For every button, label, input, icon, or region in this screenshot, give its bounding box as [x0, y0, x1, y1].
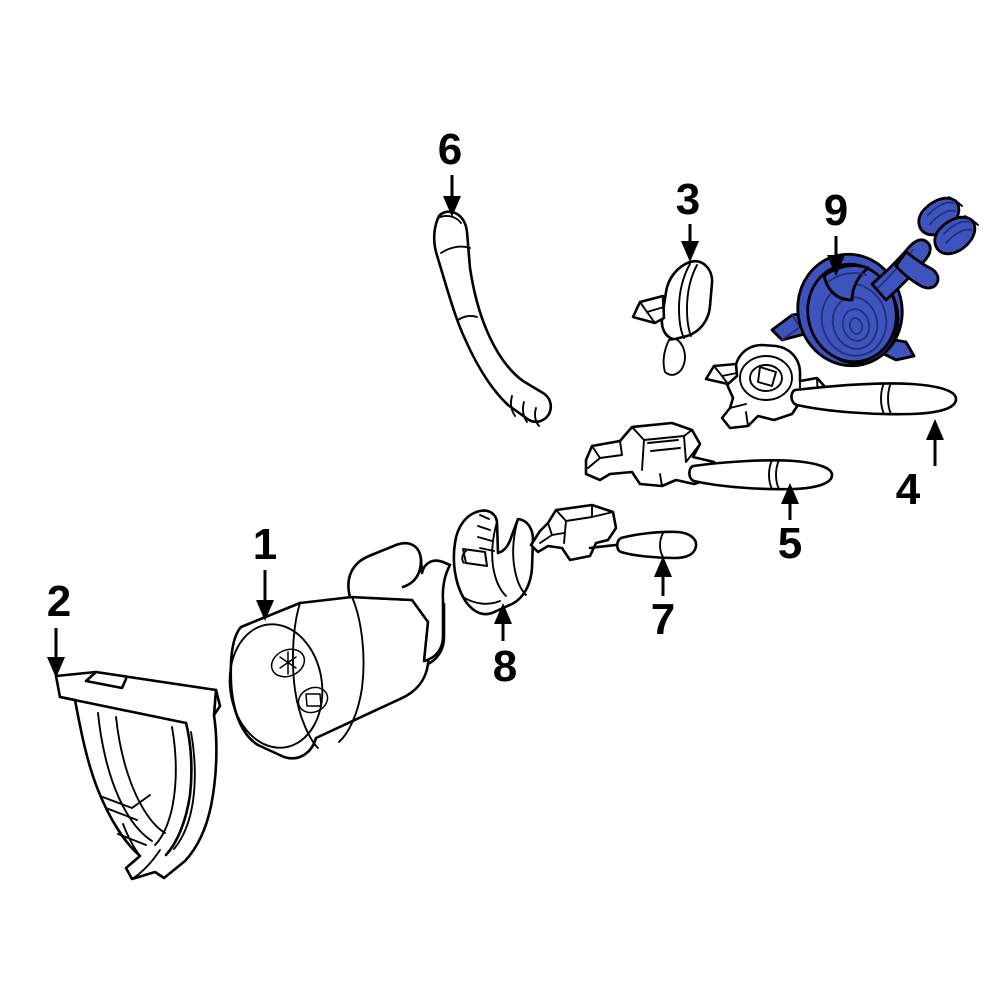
part-2-lower-column-cover[interactable] — [54, 670, 222, 881]
part-5-wiper-washer-switch-stalk[interactable] — [584, 421, 834, 491]
callout-label-3[interactable]: 3 — [675, 175, 701, 224]
part-1-steering-column-shroud[interactable] — [222, 541, 452, 760]
callout-label-7[interactable]: 7 — [650, 595, 676, 644]
part-3-tilt-release-lever[interactable] — [631, 259, 714, 376]
callout-label-4[interactable]: 4 — [895, 465, 921, 514]
part-4-turn-signal-switch-stalk[interactable] — [704, 343, 958, 430]
part-7-auxiliary-switch-stalk[interactable] — [529, 503, 698, 562]
callout-label-8[interactable]: 8 — [492, 642, 518, 691]
part-6-tilt-telescoping-lever[interactable] — [432, 210, 553, 427]
callout-label-9[interactable]: 9 — [823, 186, 849, 235]
callout-label-6[interactable]: 6 — [437, 125, 463, 174]
part-8-column-clamp-bracket[interactable] — [452, 509, 535, 616]
callout-label-5[interactable]: 5 — [777, 519, 803, 568]
callout-leaders — [47, 175, 944, 678]
shroud-marking-icons — [270, 648, 329, 714]
callout-label-2[interactable]: 2 — [46, 577, 72, 626]
part-9-clock-spring-spiral-cable[interactable] — [770, 196, 979, 377]
callout-label-1[interactable]: 1 — [252, 520, 278, 569]
